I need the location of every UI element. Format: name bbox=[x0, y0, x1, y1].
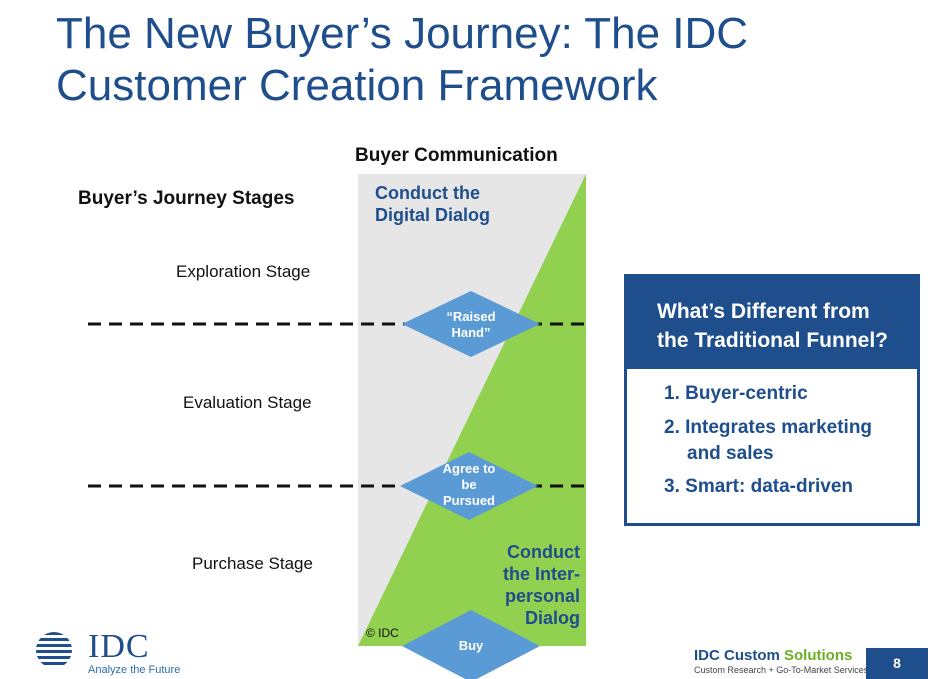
agree-to-be-pursued-diamond bbox=[400, 452, 538, 520]
box-item-2: 2. Integrates marketing and sales bbox=[664, 417, 873, 464]
box-item-3: 3. Smart: data-driven bbox=[664, 476, 854, 497]
idc-tagline: Analyze the Future bbox=[88, 664, 181, 676]
custom-solutions-logo: IDC Custom Solutions bbox=[694, 647, 853, 664]
buy-diamond bbox=[402, 610, 540, 679]
page-number: 8 bbox=[866, 648, 928, 679]
idc-globe-icon bbox=[36, 632, 72, 665]
buy-label: Buy bbox=[458, 638, 484, 653]
box-title: What’s Different from the Traditional Fu… bbox=[657, 300, 888, 352]
stages-heading: Buyer’s Journey Stages bbox=[78, 188, 295, 209]
box-item-1: 1. Buyer-centric bbox=[664, 383, 808, 404]
idc-logo: IDC bbox=[88, 628, 150, 665]
buyer-communication-heading: Buyer Communication bbox=[355, 145, 558, 166]
copyright-label: © IDC bbox=[366, 626, 399, 640]
agree-to-be-pursued-label: Agree to be Pursued bbox=[442, 461, 496, 508]
evaluation-stage-label: Evaluation Stage bbox=[183, 393, 312, 412]
digital-dialog-label: Conduct the Digital Dialog bbox=[375, 183, 491, 225]
traditional-funnel-box: What’s Different from the Traditional Fu… bbox=[624, 274, 920, 526]
box-header: What’s Different from the Traditional Fu… bbox=[627, 277, 917, 369]
exploration-stage-label: Exploration Stage bbox=[176, 262, 311, 281]
custom-solutions-tagline: Custom Research + Go-To-Market Services bbox=[694, 665, 869, 675]
raised-hand-diamond bbox=[402, 291, 540, 357]
interpersonal-dialog-label: Conduct the Inter- personal Dialog bbox=[502, 542, 580, 628]
purchase-stage-label: Purchase Stage bbox=[192, 554, 313, 573]
slide-title: The New Buyer’s Journey: The IDC Custome… bbox=[56, 9, 749, 110]
raised-hand-label: “Raised Hand” bbox=[446, 309, 496, 340]
interpersonal-dialog-area bbox=[358, 174, 586, 646]
